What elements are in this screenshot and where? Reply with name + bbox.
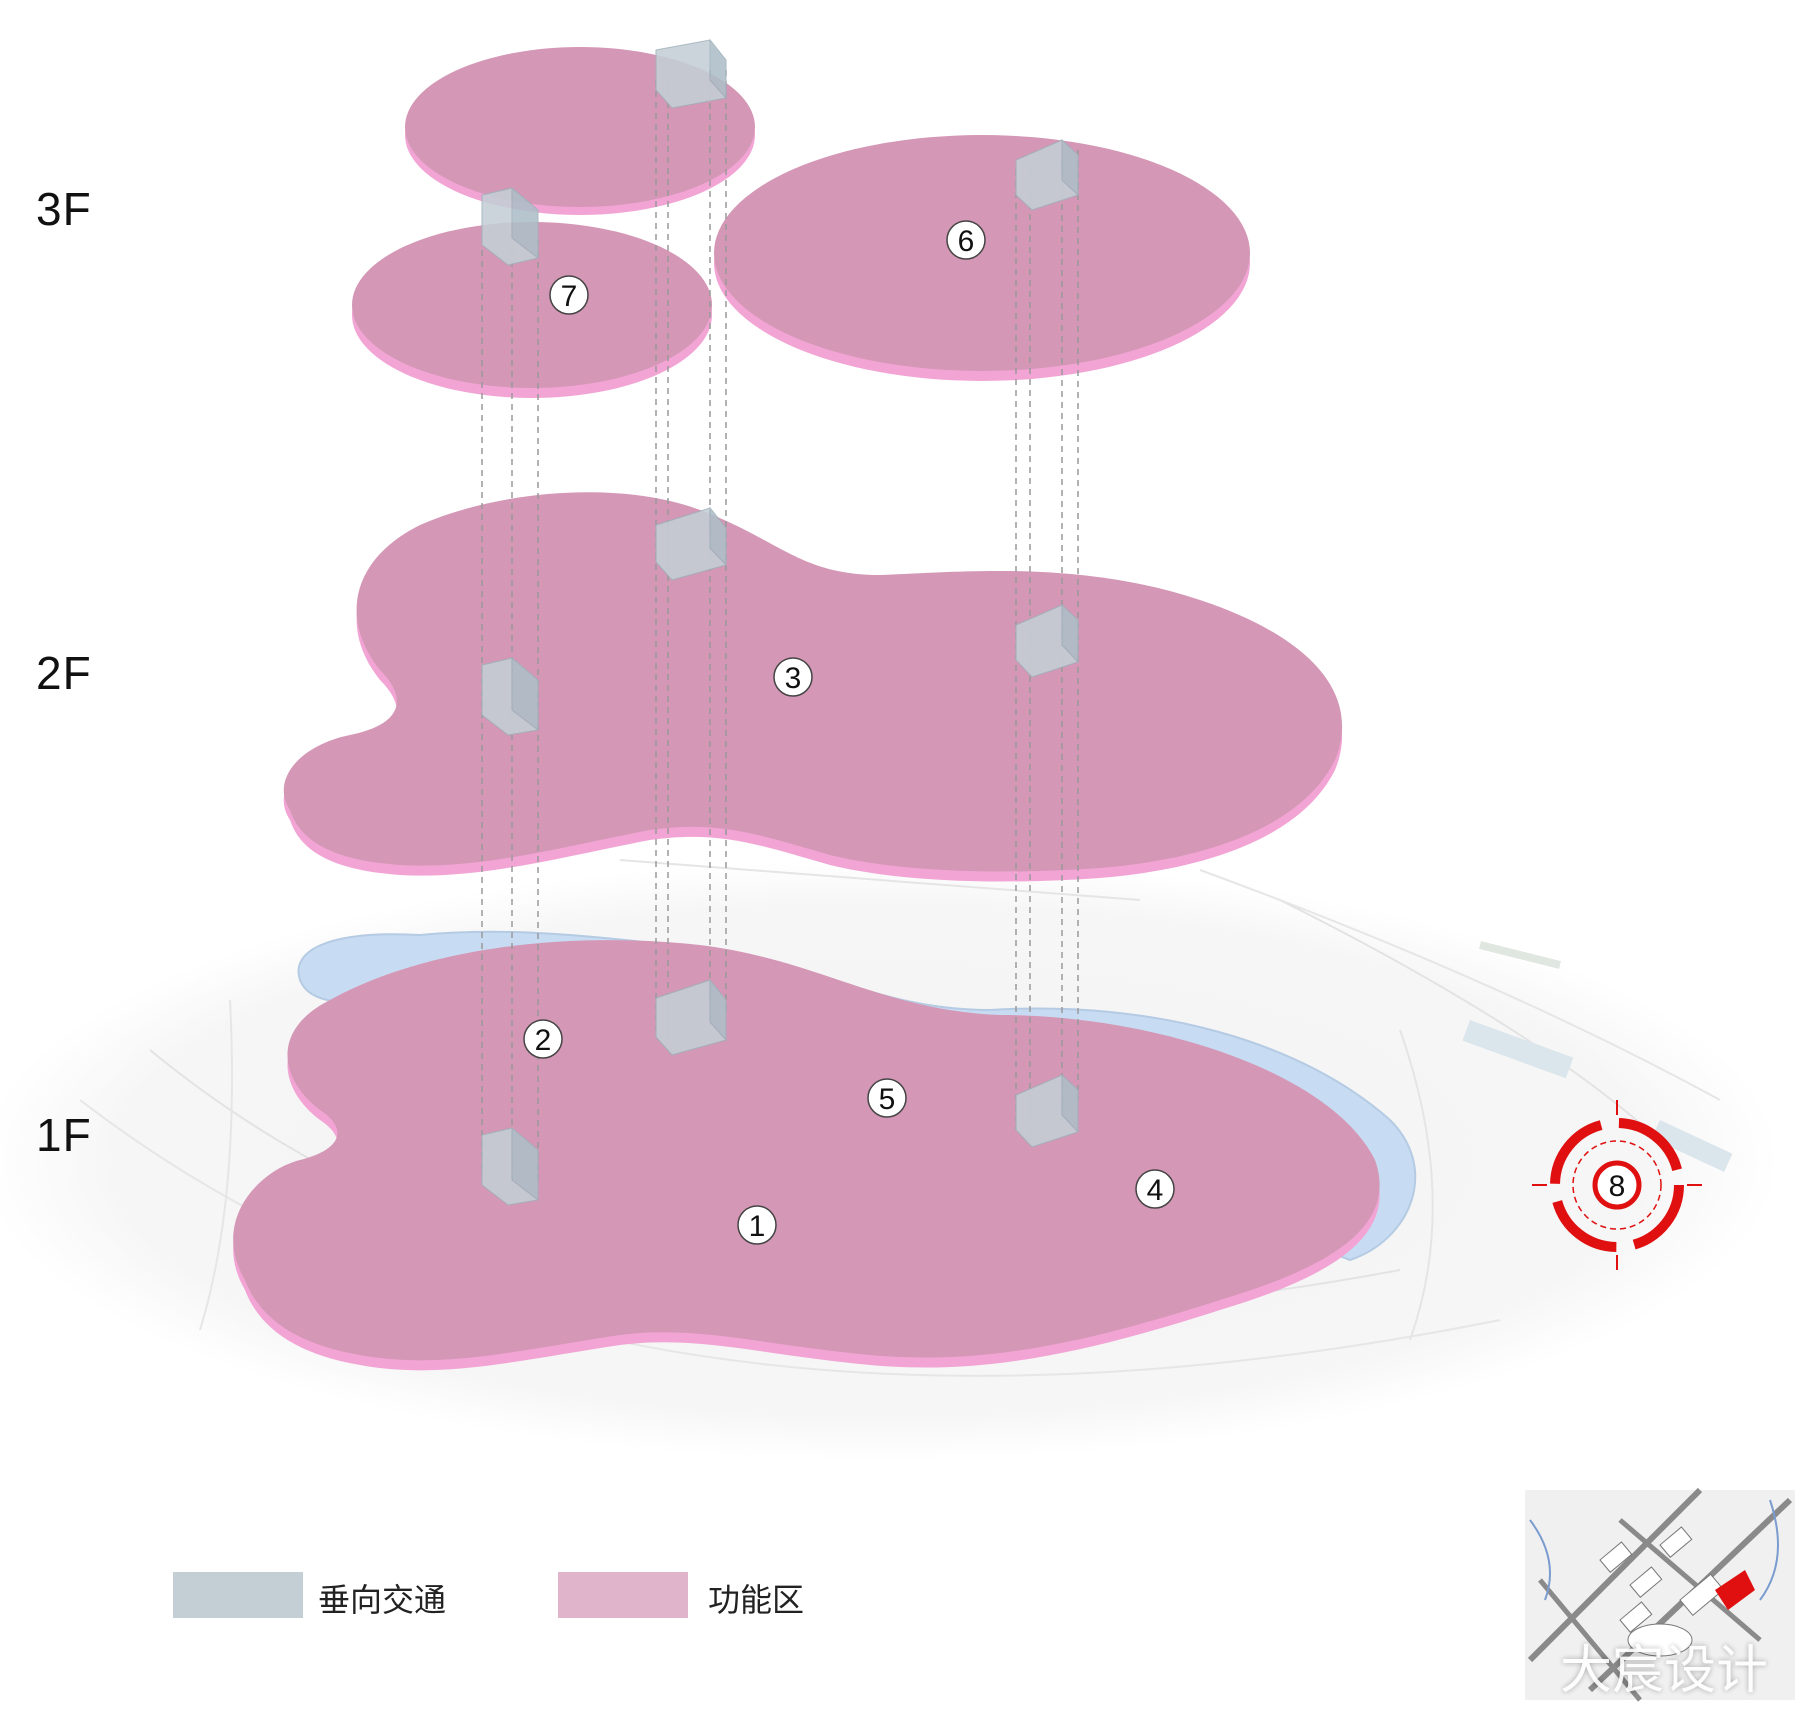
core-3f-c [1015, 138, 1079, 211]
zone-label-3: 3 [785, 662, 802, 695]
floor-label-1f: 1F [36, 1109, 92, 1161]
watermark: 大宸设计 [1560, 1641, 1769, 1701]
legend-swatch-function-zone [558, 1572, 688, 1618]
core-3f-b [481, 186, 539, 266]
zone-badge-4: 4 [1135, 1169, 1175, 1209]
zone-label-6: 6 [958, 225, 975, 258]
core-2f-c [1015, 603, 1079, 678]
core-2f-b [481, 656, 539, 736]
floor-2f-slab [283, 492, 1343, 882]
core-3f-a [655, 38, 727, 109]
zone-badge-6: 6 [946, 220, 986, 260]
legend-label-function-zone: 功能区 [708, 1581, 805, 1619]
zone-badge-7: 7 [549, 275, 589, 315]
zone-label-2: 2 [535, 1024, 552, 1057]
zone-badge-2: 2 [523, 1019, 563, 1059]
zone-label-8: 8 [1609, 1170, 1626, 1203]
target-marker-icon: 8 [1532, 1100, 1702, 1270]
floor-1f-slab [233, 940, 1380, 1371]
zone-badge-1: 1 [737, 1205, 777, 1245]
zone-label-5: 5 [879, 1083, 896, 1116]
site-keymap-icon [1525, 1487, 1795, 1702]
core-1f-c [1015, 1073, 1079, 1148]
floor-3f-slab-left [352, 222, 712, 398]
core-1f-b [481, 1126, 539, 1206]
floor-label-2f: 2F [36, 647, 92, 699]
zone-label-7: 7 [561, 280, 578, 313]
floor-label-3f: 3F [36, 183, 92, 235]
zone-label-1: 1 [749, 1210, 766, 1243]
core-2f-a [655, 506, 727, 581]
core-1f-a [655, 978, 727, 1056]
core-group [481, 38, 1079, 1206]
legend-label-vertical-circulation: 垂向交通 [318, 1581, 447, 1619]
zone-badge-5: 5 [867, 1078, 907, 1118]
floor-3f-slab-right [714, 135, 1250, 381]
legend-swatch-vertical-circulation [173, 1572, 303, 1618]
zone-label-4: 4 [1147, 1174, 1164, 1207]
zone-badge-3: 3 [773, 657, 813, 697]
